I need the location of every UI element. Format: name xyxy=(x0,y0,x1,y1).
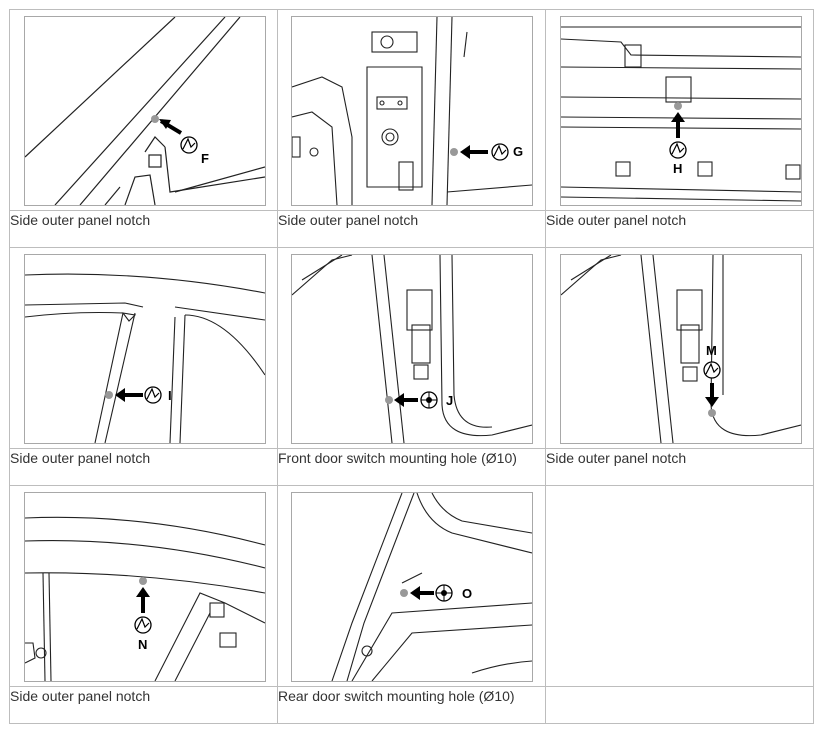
target-point xyxy=(400,589,408,597)
diagram-g-drawing xyxy=(292,17,532,205)
notch-symbol-icon xyxy=(134,616,152,634)
panel-cell-n: N xyxy=(9,485,278,687)
target-point xyxy=(151,115,159,123)
diagram-j-drawing xyxy=(292,255,532,443)
callout-letter: F xyxy=(201,151,209,166)
diagram-n: N xyxy=(24,492,266,682)
caption-empty xyxy=(545,686,814,724)
diagram-h: H xyxy=(560,16,802,206)
notch-symbol-icon xyxy=(144,386,162,404)
arrow-icon xyxy=(159,119,183,135)
diagram-o: O xyxy=(291,492,533,682)
callout-letter: J xyxy=(446,393,454,408)
diagram-f: F xyxy=(24,16,266,206)
diagram-m: M xyxy=(560,254,802,444)
panel-cell-g: G xyxy=(277,9,546,211)
hole-symbol-icon xyxy=(435,584,453,602)
panel-cell-m: M xyxy=(545,247,814,449)
diagram-f-drawing xyxy=(25,17,265,205)
arrow-icon xyxy=(115,388,143,402)
caption-m: Side outer panel notch xyxy=(545,448,814,486)
caption-h: Side outer panel notch xyxy=(545,210,814,248)
caption-j: Front door switch mounting hole (Ø10) xyxy=(277,448,546,486)
arrow-icon xyxy=(410,586,434,600)
target-point xyxy=(708,409,716,417)
caption-f: Side outer panel notch xyxy=(9,210,278,248)
diagram-n-drawing xyxy=(25,516,265,681)
notch-symbol-icon xyxy=(180,136,198,154)
caption-n: Side outer panel notch xyxy=(9,686,278,724)
target-point xyxy=(139,577,147,585)
diagram-i: I xyxy=(24,254,266,444)
diagram-g: G xyxy=(291,16,533,206)
caption-o: Rear door switch mounting hole (Ø10) xyxy=(277,686,546,724)
diagram-i-drawing xyxy=(25,273,265,443)
figure-table: F xyxy=(9,9,814,724)
diagram-o-drawing xyxy=(331,493,532,681)
target-point xyxy=(674,102,682,110)
callout-letter: N xyxy=(138,637,148,652)
diagram-j: J xyxy=(291,254,533,444)
panel-cell-h: H xyxy=(545,9,814,211)
panel-cell-i: I xyxy=(9,247,278,449)
callout-letter: O xyxy=(462,586,473,601)
caption-g: Side outer panel notch xyxy=(277,210,546,248)
callout-letter: M xyxy=(706,343,717,358)
hole-symbol-icon xyxy=(420,391,438,409)
arrow-icon xyxy=(136,587,150,613)
callout-letter: I xyxy=(168,388,172,403)
arrow-icon xyxy=(394,393,418,407)
diagram-m-drawing xyxy=(561,255,801,443)
notch-symbol-icon xyxy=(491,143,509,161)
target-point xyxy=(450,148,458,156)
arrow-icon xyxy=(705,383,719,407)
callout-letter: H xyxy=(673,161,683,176)
callout-letter: G xyxy=(513,144,524,159)
panel-cell-f: F xyxy=(9,9,278,211)
target-point xyxy=(385,396,393,404)
panel-cell-o: O xyxy=(277,485,546,687)
notch-symbol-icon xyxy=(669,141,687,159)
empty-cell xyxy=(545,485,814,687)
diagram-h-drawing xyxy=(561,26,801,202)
arrow-icon xyxy=(671,112,685,138)
caption-i: Side outer panel notch xyxy=(9,448,278,486)
panel-cell-j: J xyxy=(277,247,546,449)
arrow-icon xyxy=(460,145,488,159)
notch-symbol-icon xyxy=(703,361,721,379)
target-point xyxy=(105,391,113,399)
